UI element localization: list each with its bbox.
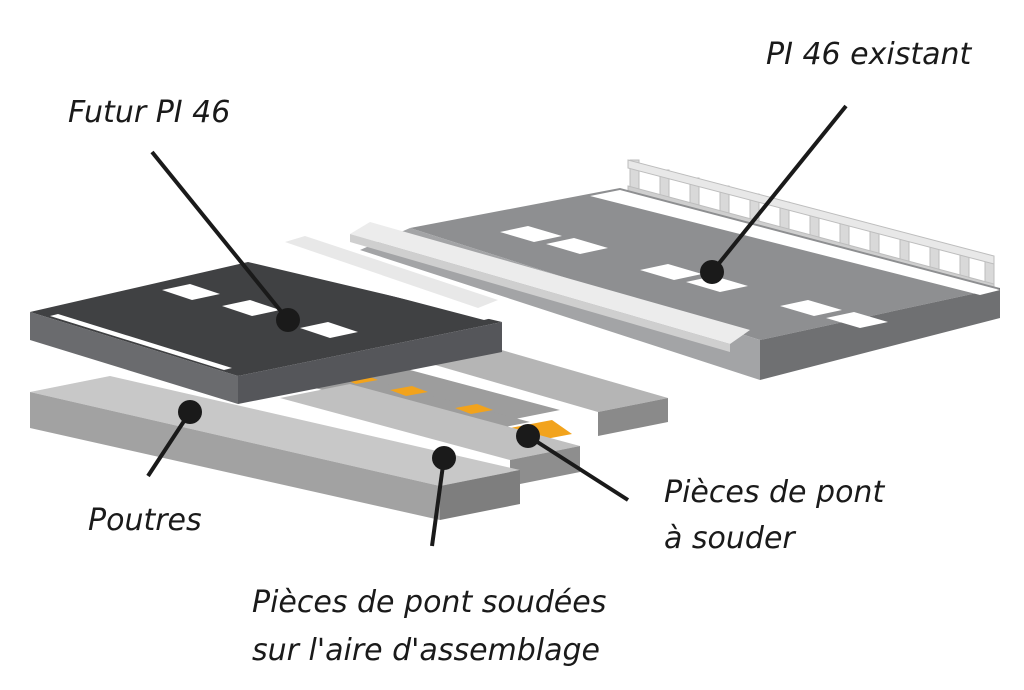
dot-futur [276, 308, 300, 332]
existing-deck [350, 159, 1000, 380]
label-poutres: Poutres [88, 503, 202, 538]
leader-lines [146, 104, 848, 547]
callout-dots [178, 260, 724, 470]
dot-existant [700, 260, 724, 284]
dot-a-souder [516, 424, 540, 448]
future-deck [30, 236, 502, 404]
label-soudees-1: Pièces de pont soudées [252, 585, 606, 620]
beams [30, 338, 668, 520]
dot-soudees [432, 446, 456, 470]
dot-poutres [178, 400, 202, 424]
existing-barrier [350, 222, 750, 344]
label-futur-pi46: Futur PI 46 [68, 95, 230, 130]
label-soudees-2: sur l'aire d'assemblage [252, 633, 600, 668]
label-pi46-existant: PI 46 existant [766, 37, 973, 72]
label-a-souder-2: à souder [664, 521, 796, 556]
label-a-souder-1: Pièces de pont [664, 475, 885, 510]
